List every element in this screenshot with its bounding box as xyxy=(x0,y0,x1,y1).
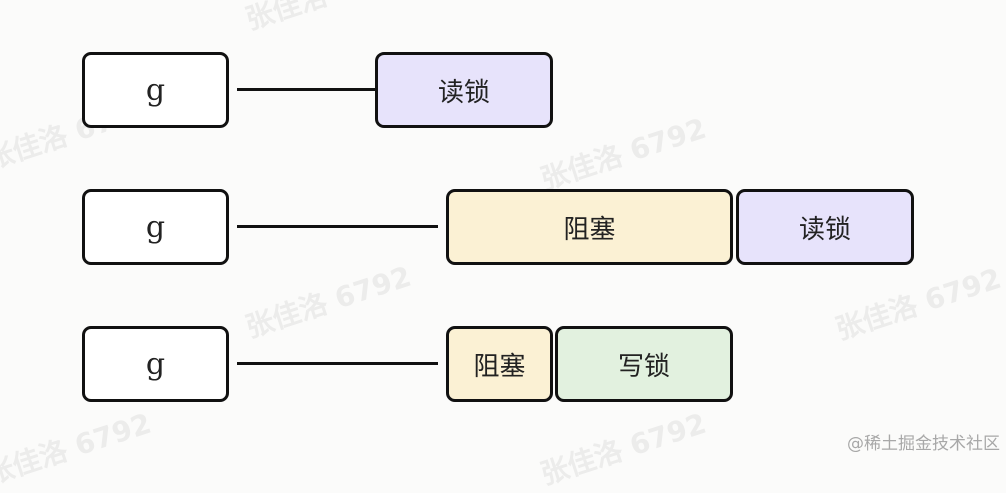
connector-line xyxy=(237,362,438,365)
watermark: 张佳洛 6792 xyxy=(0,406,156,492)
write-lock-segment: 写锁 xyxy=(555,326,733,402)
blocked-segment: 阻塞 xyxy=(446,189,733,265)
blocked-segment: 阻塞 xyxy=(446,326,553,402)
watermark: 张佳洛 6792 xyxy=(536,406,711,492)
goroutine-box: g xyxy=(82,52,229,128)
watermark: 张佳洛 6792 xyxy=(831,261,1006,347)
watermark: 张佳洛 6792 xyxy=(536,111,711,197)
watermark: 张佳洛 6792 xyxy=(240,0,416,38)
connector-line xyxy=(237,225,438,228)
read-lock-segment: 读锁 xyxy=(736,189,914,265)
read-lock-segment: 读锁 xyxy=(375,52,553,128)
watermark: 张佳洛 6792 xyxy=(241,259,416,345)
source-credit: @稀土掘金技术社区 xyxy=(847,434,1000,454)
goroutine-box: g xyxy=(82,189,229,265)
connector-line xyxy=(237,88,375,91)
goroutine-box: g xyxy=(82,326,229,402)
